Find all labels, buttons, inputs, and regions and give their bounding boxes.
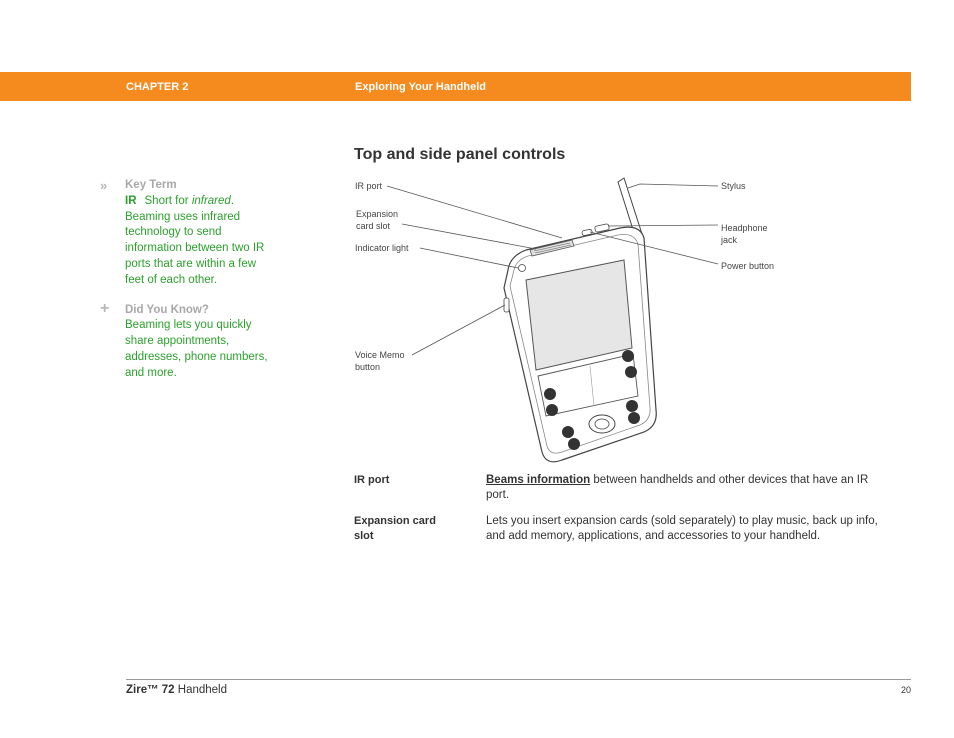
double-chevron-icon: »: [100, 178, 108, 193]
callout-ir-port: IR port: [355, 181, 383, 191]
handheld-diagram: IR port Expansion card slot Indicator li…: [350, 170, 800, 470]
callout-headphone-line2: jack: [721, 235, 738, 245]
footer-product-rest: Handheld: [174, 684, 228, 696]
callout-expansion-slot: Expansion card slot: [356, 208, 398, 232]
callout-expansion-line2: card slot: [356, 221, 391, 231]
key-term-word: IR: [125, 194, 137, 207]
callout-power-button: Power button: [721, 261, 775, 271]
callout-stylus: Stylus: [721, 181, 746, 191]
did-you-know-text: Beaming lets you quickly share appointme…: [125, 319, 268, 379]
key-term-block: » Key Term IR Short for infrared. Beaming…: [100, 178, 275, 289]
callout-voice-memo: Voice Memo button: [355, 349, 405, 373]
page-number: 20: [900, 685, 911, 695]
footer-rule: [126, 679, 911, 680]
callout-voice-line2: button: [355, 362, 381, 372]
device-bezel: [509, 234, 651, 454]
callout-expansion-line1: Expansion: [356, 209, 399, 219]
def-term-expansion-slot: Expansion card slot: [354, 514, 436, 544]
chapter-title: Exploring Your Handheld: [355, 81, 486, 93]
key-term-text-before: Short for: [144, 194, 192, 207]
callout-headphone-line1: Headphone: [721, 223, 768, 233]
did-you-know-heading: Did You Know?: [125, 303, 209, 316]
def-body-ir-port-text: between handhelds and other devices that…: [486, 474, 869, 501]
def-body-ir-port: Beams information between handhelds and …: [486, 473, 891, 503]
def-term-expansion-line1: Expansion card: [354, 515, 436, 527]
expansion-slot-shape: [529, 239, 575, 257]
def-body-expansion-slot: Lets you insert expansion cards (sold se…: [486, 515, 878, 542]
callout-indicator-light: Indicator light: [355, 243, 409, 253]
nav-button-shape: [588, 414, 616, 434]
callout-headphone-jack: Headphone jack: [721, 222, 768, 246]
screen-shape: [525, 259, 633, 371]
callout-lines: [386, 183, 719, 356]
chapter-label: CHAPTER 2: [126, 81, 189, 93]
def-term-expansion-line2: slot: [354, 530, 374, 542]
key-term-text-after: . Beaming uses infrared technology to se…: [125, 194, 265, 286]
key-term-italic: infrared: [191, 194, 231, 207]
footer-product: Zire™ 72 Handheld: [126, 684, 227, 696]
key-term-body: IR Short for infrared. Beaming uses infra…: [125, 194, 275, 289]
callout-voice-line1: Voice Memo: [355, 350, 405, 360]
did-you-know-block: + Did You Know? Beaming lets you quickly…: [100, 299, 275, 382]
voice-memo-shape: [503, 297, 510, 313]
def-term-ir-port: IR port: [354, 474, 390, 486]
page-title: Top and side panel controls: [354, 146, 566, 163]
handheld-illustration: [386, 177, 719, 463]
indicator-light-shape: [518, 264, 526, 272]
sidebar: » Key Term IR Short for infrared. Beaming…: [100, 178, 275, 382]
graffiti-area: [537, 353, 639, 417]
footer-product-bold: Zire™ 72: [126, 684, 175, 696]
chapter-header-bar: [0, 72, 911, 101]
plus-icon: +: [100, 299, 110, 317]
key-term-heading: Key Term: [125, 179, 177, 191]
beams-information-link[interactable]: Beams information: [486, 474, 591, 486]
